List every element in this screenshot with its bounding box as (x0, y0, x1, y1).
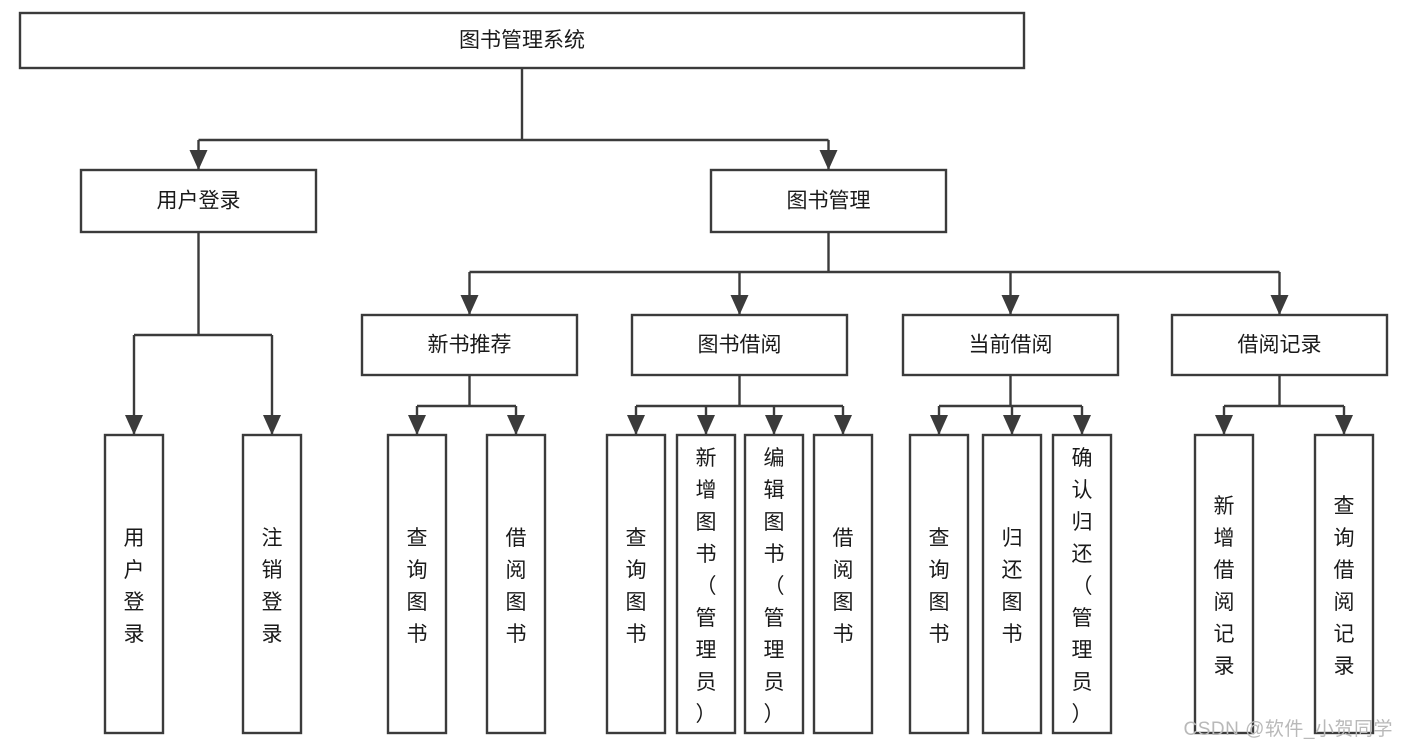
level3-1-branch-arrow-icon-1 (697, 415, 715, 435)
level3-1-branch-arrow-icon-0 (627, 415, 645, 435)
node-leaf-2-0-label: 查询图书 (929, 527, 950, 646)
node-leaf-0-0-label: 用户登录 (124, 527, 145, 646)
node-leaf-1-2-box[interactable] (743, 433, 805, 735)
node-leaf-1-1[interactable]: 新增图书（管理员） (675, 433, 737, 735)
node-level2-0-label: 用户登录 (157, 190, 241, 213)
node-level3-0-box[interactable] (360, 313, 579, 377)
node-leaf-2-2-box[interactable] (1051, 433, 1113, 735)
level2-1-branch-arrow-icon-0 (460, 295, 479, 315)
node-leaf-0-1-box[interactable] (485, 433, 547, 735)
node-level3-2[interactable]: 当前借阅 (901, 313, 1120, 377)
node-level2-1-label: 图书管理 (787, 190, 871, 213)
level3-1-branch-arrow-icon-3 (834, 415, 852, 435)
level2-1-branch-arrow-icon-1 (730, 295, 749, 315)
node-leaf-3-1-label: 查询借阅记录 (1334, 495, 1355, 678)
node-level3-1-label: 图书借阅 (698, 334, 782, 357)
node-leaf-0-1[interactable]: 借阅图书 (485, 433, 547, 735)
level3-2-branch-arrow-icon-0 (930, 415, 948, 435)
node-root[interactable]: 图书管理系统 (18, 11, 1026, 70)
node-leaf-2-0[interactable]: 查询图书 (908, 433, 970, 735)
node-leaf-0-0-box[interactable] (103, 433, 165, 735)
csdn-watermark: CSDN @软件_小贺同学 (1183, 719, 1393, 740)
node-leaf-0-1-label: 注销登录 (262, 527, 283, 646)
level2-0-branch-arrow-icon-0 (125, 415, 143, 435)
node-leaf-0-0-label: 查询图书 (407, 527, 428, 646)
node-leaf-3-1[interactable]: 查询借阅记录 (1313, 433, 1375, 735)
node-level2-1[interactable]: 图书管理 (709, 168, 948, 234)
node-leaf-0-0[interactable]: 用户登录 (103, 433, 165, 735)
node-level3-1-box[interactable] (630, 313, 849, 377)
node-level3-0[interactable]: 新书推荐 (360, 313, 579, 377)
level3-3-branch-arrow-icon-1 (1335, 415, 1353, 435)
node-leaf-1-0-label: 查询图书 (626, 527, 647, 646)
node-leaf-0-1[interactable]: 注销登录 (241, 433, 303, 735)
node-leaf-3-0-label: 新增借阅记录 (1214, 495, 1235, 678)
node-layer: 图书管理系统用户登录用户登录注销登录图书管理新书推荐查询图书借阅图书图书借阅查询… (18, 11, 1389, 735)
node-level3-1[interactable]: 图书借阅 (630, 313, 849, 377)
node-root-box[interactable] (18, 11, 1026, 70)
node-level3-2-box[interactable] (901, 313, 1120, 377)
node-leaf-2-2-label: 确认归还（管理员） (1072, 447, 1093, 726)
node-leaf-1-3[interactable]: 借阅图书 (812, 433, 874, 735)
node-leaf-1-3-box[interactable] (812, 433, 874, 735)
level2-1-branch-arrow-icon-2 (1001, 295, 1020, 315)
level3-2-branch-arrow-icon-1 (1003, 415, 1021, 435)
root-branch-arrow-icon-0 (189, 150, 208, 170)
root-branch-arrow-icon-1 (819, 150, 838, 170)
level3-2-branch-arrow-icon-2 (1073, 415, 1091, 435)
node-leaf-2-2[interactable]: 确认归还（管理员） (1051, 433, 1113, 735)
node-level2-1-box[interactable] (709, 168, 948, 234)
node-level3-3[interactable]: 借阅记录 (1170, 313, 1389, 377)
node-leaf-2-1-label: 归还图书 (1002, 527, 1023, 646)
level3-0-branch-arrow-icon-1 (507, 415, 525, 435)
node-leaf-3-0[interactable]: 新增借阅记录 (1193, 433, 1255, 735)
level3-3-branch-arrow-icon-0 (1215, 415, 1233, 435)
node-level3-3-label: 借阅记录 (1238, 334, 1322, 357)
node-leaf-0-1-box[interactable] (241, 433, 303, 735)
node-root-label: 图书管理系统 (459, 29, 585, 52)
node-leaf-2-0-box[interactable] (908, 433, 970, 735)
node-level3-2-label: 当前借阅 (969, 334, 1053, 357)
node-level3-3-box[interactable] (1170, 313, 1389, 377)
node-level2-0[interactable]: 用户登录 (79, 168, 318, 234)
node-level3-0-label: 新书推荐 (428, 334, 512, 357)
node-leaf-1-2-label: 编辑图书（管理员） (764, 447, 785, 726)
node-leaf-1-0-box[interactable] (605, 433, 667, 735)
node-leaf-2-1[interactable]: 归还图书 (981, 433, 1043, 735)
level2-0-branch-arrow-icon-1 (263, 415, 281, 435)
node-level2-0-box[interactable] (79, 168, 318, 234)
node-leaf-0-1-label: 借阅图书 (506, 527, 527, 646)
node-leaf-1-1-box[interactable] (675, 433, 737, 735)
node-leaf-0-0[interactable]: 查询图书 (386, 433, 448, 735)
level3-0-branch-arrow-icon-0 (408, 415, 426, 435)
connector-layer (125, 68, 1353, 435)
node-leaf-1-2[interactable]: 编辑图书（管理员） (743, 433, 805, 735)
level3-1-branch-arrow-icon-2 (765, 415, 783, 435)
node-leaf-2-1-box[interactable] (981, 433, 1043, 735)
node-leaf-3-0-box[interactable] (1193, 433, 1255, 735)
node-leaf-0-0-box[interactable] (386, 433, 448, 735)
node-leaf-1-1-label: 新增图书（管理员） (696, 447, 717, 726)
node-leaf-1-3-label: 借阅图书 (833, 527, 854, 646)
node-leaf-1-0[interactable]: 查询图书 (605, 433, 667, 735)
node-leaf-3-1-box[interactable] (1313, 433, 1375, 735)
level2-1-branch-arrow-icon-3 (1270, 295, 1289, 315)
